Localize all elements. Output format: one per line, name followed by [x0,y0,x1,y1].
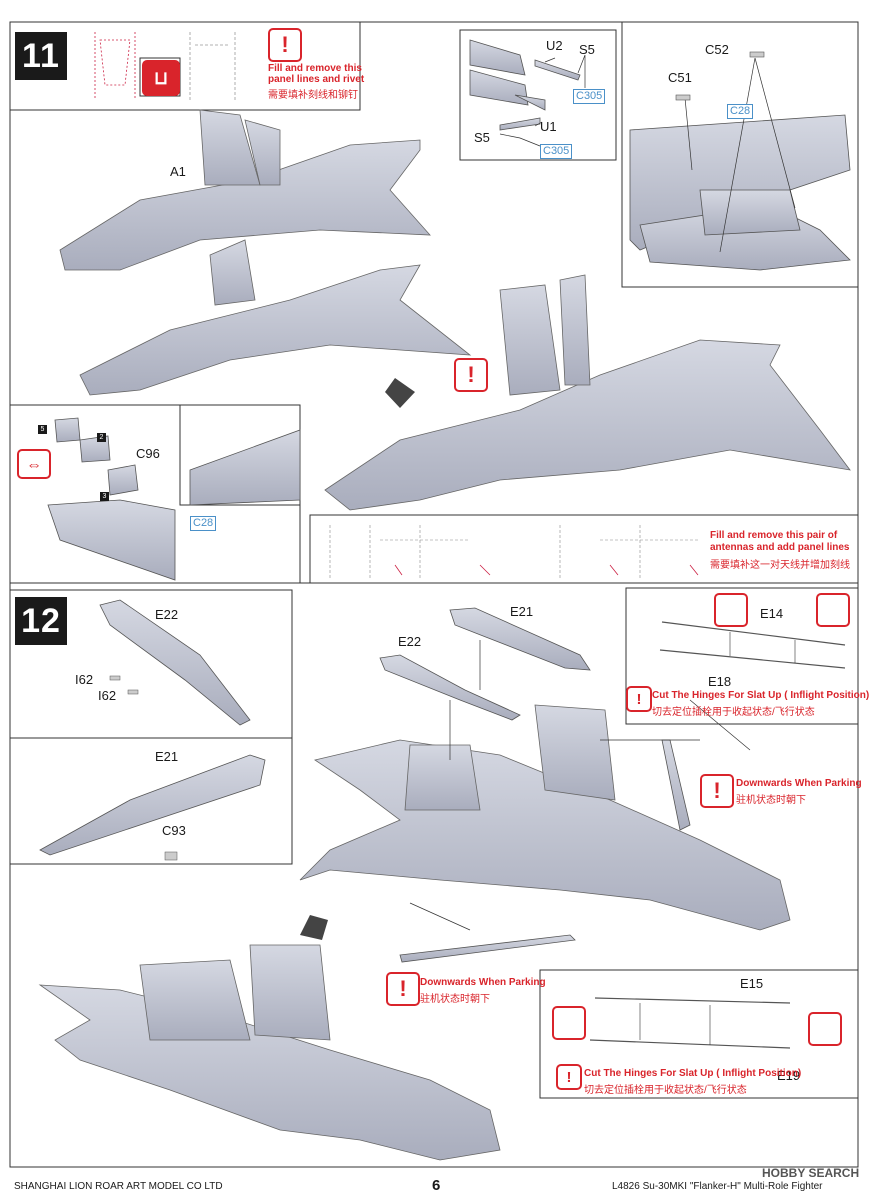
numbered-box-2: 2 [97,433,106,442]
antenna-note-cn: 需要填补这一对天线并增加刻线 [710,560,850,571]
underside-aircraft [299,704,791,931]
fuselage-lower [79,239,472,396]
antenna-note-en: Fill and remove this pair of antennas an… [710,530,850,553]
cref-c305-bottom: C305 [540,144,573,159]
cut-note-2-en: Cut The Hinges For Slat Up ( Inflight Po… [584,1068,802,1079]
svg-text:⇔: ⇔ [26,457,42,474]
part-i62-a: I62 [75,672,94,687]
cref-c305-top: C305 [573,89,606,104]
cut-note-2-cn: 切去定位插栓用于收起状态/飞行状态 [584,1085,747,1096]
part-e21-center: E21 [510,604,534,619]
footer-product: L4826 Su-30MKI "Flanker-H" Multi-Role Fi… [612,1181,823,1192]
part-e19: E19 [777,1068,801,1083]
warning-icon: ! [700,774,734,808]
part-e18: E18 [708,674,732,689]
cref-c28-left: C28 [190,516,217,531]
warning-icon: ! [454,358,488,392]
warning-icon: ! [626,686,652,712]
part-u2: U2 [546,38,563,53]
page-number: 6 [432,1177,441,1194]
slat-detail-box-bottom [539,969,859,1099]
warning-icon: ! [268,28,302,62]
part-c52: C52 [705,42,729,57]
park-note-en: Downwards When Parking [736,778,862,789]
cut-hinge-icon [808,1012,842,1046]
cut-note-en: Cut The Hinges For Slat Up ( Inflight Po… [652,690,870,701]
rivet-note-cn: 需要填补刻线和铆钉 [268,90,358,101]
cut-hinge-icon [816,593,850,627]
park-note-cn: 驻机状态时朝下 [736,795,806,806]
part-c96: C96 [136,446,160,461]
step-11-number: 11 [15,32,67,80]
numbered-box-5: 5 [38,425,47,434]
antenna-drawing-box [309,514,859,584]
cref-c28-right: C28 [727,104,754,119]
part-e14: E14 [760,606,784,621]
part-a1: A1 [170,164,186,179]
part-e22-left: E22 [155,607,179,622]
warning-icon: ! [386,972,420,1006]
watermark: HOBBY SEARCH [762,1166,860,1180]
warning-icon: ! [556,1064,582,1090]
fuselage-upper [59,109,431,271]
part-e21-left: E21 [155,749,179,764]
cut-note-cn: 切去定位插栓用于收起状态/飞行状态 [652,707,815,718]
part-c51: C51 [668,70,692,85]
completed-aircraft [38,944,501,1161]
cut-hinge-icon [552,1006,586,1040]
assembled-aircraft [324,274,851,511]
part-s5-bottom: S5 [474,130,490,145]
part-i62-b: I62 [98,688,117,703]
part-c93: C93 [162,823,186,838]
step-12-number: 12 [15,597,67,645]
part-u1: U1 [540,119,557,134]
numbered-box-3: 3 [100,492,109,501]
park-note-2-en: Downwards When Parking [420,977,546,988]
rivet-note-en: Fill and remove this panel lines and riv… [268,63,365,85]
cut-hinge-icon [714,593,748,627]
footer-company: SHANGHAI LION ROAR ART MODEL CO LTD [14,1181,223,1192]
part-e15: E15 [740,976,764,991]
park-note-2-cn: 驻机状态时朝下 [420,994,490,1005]
part-s5-top: S5 [579,42,595,57]
panel-fill-icon: ⊔ [142,60,180,96]
part-e22-center: E22 [398,634,422,649]
